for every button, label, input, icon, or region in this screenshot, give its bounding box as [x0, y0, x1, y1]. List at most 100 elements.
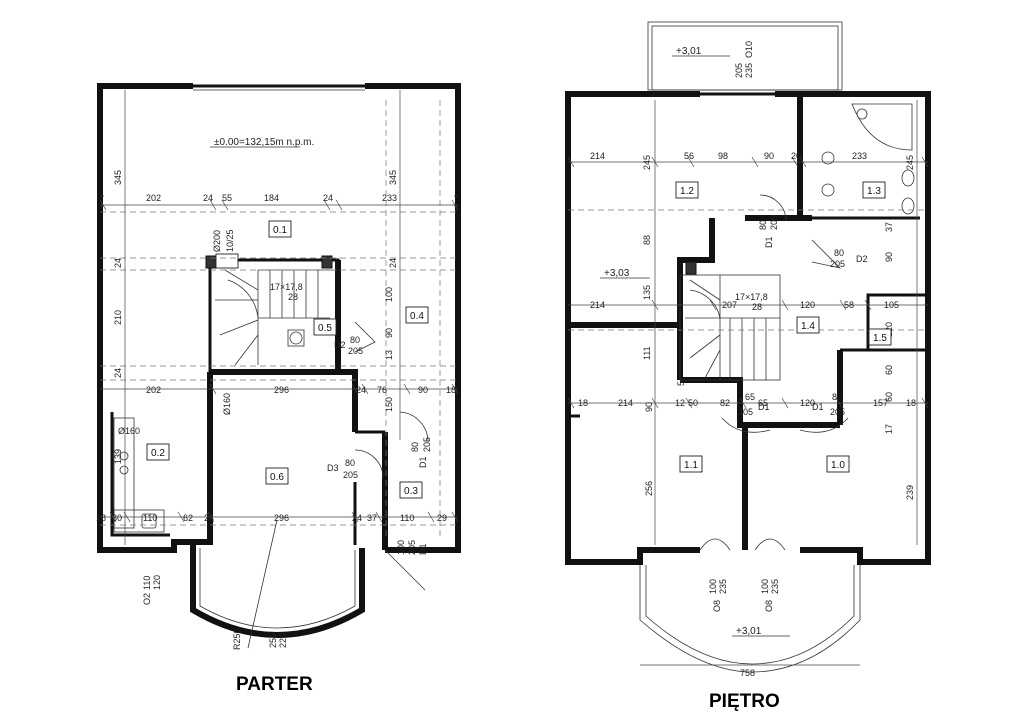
dim-text: 111: [642, 346, 652, 360]
sink-icon: [901, 169, 915, 187]
dim-text: 100: [384, 287, 394, 302]
ground-floor-plan: 202 24 55 184 24 233 202 296 24 76 90 18…: [96, 83, 461, 650]
dim-text: 233: [852, 151, 867, 161]
bidet-icon: [821, 183, 835, 197]
door-height: 205: [348, 346, 363, 356]
dim-text: 24: [388, 258, 398, 268]
stairs-label: 17×17,8: [270, 282, 303, 292]
dim-text: 256: [644, 481, 654, 496]
vent2-label: Ø160: [118, 426, 140, 436]
dim-text: 62: [183, 513, 193, 523]
dim-text: 24: [203, 193, 213, 203]
dim-text: 60: [884, 365, 894, 375]
door-d3-swing: [354, 449, 384, 479]
door-id: D2: [856, 254, 868, 264]
room-tag: 0.2: [151, 448, 165, 459]
dim-text: 18: [446, 385, 456, 395]
dim-text: 60: [884, 392, 894, 402]
entry-door-id: D1: [418, 543, 428, 555]
dim-text: 29: [437, 513, 447, 523]
dim-text: 90: [884, 252, 894, 262]
window-width: 100: [760, 579, 770, 594]
dim-text: 110: [400, 513, 414, 523]
bay-width: 250: [268, 633, 278, 648]
door-id: D1: [758, 402, 770, 412]
door-d1a-swing: [759, 194, 787, 222]
room-tag: 1.2: [680, 186, 694, 197]
sink-icon: [901, 197, 915, 215]
upper-stairs: [679, 274, 781, 381]
dim-text: 239: [905, 485, 915, 500]
window-width: 100: [708, 579, 718, 594]
door-width: 80: [410, 442, 420, 452]
dim-text: 296: [274, 385, 289, 395]
dim-text: 90: [418, 385, 428, 395]
door-d1-swing: [399, 411, 429, 443]
door-d2-swing: [811, 239, 842, 269]
dim-text: 90: [764, 151, 774, 161]
window-id: O8: [712, 600, 722, 612]
room-tag: 1.3: [867, 186, 881, 197]
dim-text: 88: [642, 235, 652, 245]
bathtub-icon: [851, 103, 913, 151]
dim-text: 17: [884, 424, 894, 434]
dim-text: 13: [384, 350, 394, 360]
balcony-door-swing: [754, 538, 786, 551]
ground-floor-title: PARTER: [236, 674, 313, 695]
chimney-sub-label: 10/25: [225, 229, 235, 252]
bay-radius: R250: [232, 628, 242, 650]
balcony-window-height: 235: [744, 63, 754, 78]
room-tag: 1.1: [684, 460, 698, 471]
dim-text: 184: [264, 193, 279, 203]
upper-floor-title: PIĘTRO: [709, 691, 780, 712]
dim-text: 296: [274, 513, 289, 523]
window-height: 235: [770, 579, 780, 594]
entry-door-swing: [384, 549, 426, 591]
dim-text: 157: [873, 398, 888, 408]
wc-toilet-icon: [289, 331, 303, 345]
dim-text: 98: [718, 151, 728, 161]
dim-text: 135: [642, 285, 652, 300]
door-height: 205: [830, 259, 845, 269]
ground-outer-wall-top-right: [365, 83, 461, 553]
room-tag: 1.4: [801, 321, 815, 332]
dim-text: 150: [384, 397, 394, 412]
room-tag: 0.1: [273, 225, 287, 236]
door-height: 205: [738, 407, 753, 417]
door-id: D1: [764, 236, 774, 248]
toilet-icon: [821, 151, 835, 165]
vent-label: Ø160: [222, 393, 232, 415]
door-d1b-swing: [721, 417, 771, 433]
dim-text: 245: [642, 155, 652, 170]
dim-text: 120: [800, 398, 815, 408]
dim-text: 202: [146, 193, 161, 203]
dim-text: 55: [222, 193, 232, 203]
door-width: 65: [745, 392, 755, 402]
dim-text: 345: [113, 170, 123, 185]
dim-text: 65: [758, 398, 768, 408]
dim-text: 345: [388, 170, 398, 185]
kitchen-counter: [113, 417, 135, 529]
dim-text: 50: [688, 398, 698, 408]
dim-text: 24: [323, 193, 333, 203]
bottom-width: 758: [740, 668, 755, 678]
bay-height: 220: [278, 633, 288, 648]
door-height: 205: [830, 407, 845, 417]
ground-level-mark: ±0.00=132,15m n.p.m.: [214, 137, 314, 148]
ground-bay-window: [190, 545, 365, 638]
dim-text: 24: [113, 368, 123, 378]
dim-text: 18: [96, 513, 106, 523]
dim-text: 139: [113, 449, 123, 464]
door-height: 205: [422, 437, 432, 452]
door-width: 80: [758, 220, 768, 230]
dim-text: 214: [618, 398, 633, 408]
dim-text: 18: [906, 398, 916, 408]
dim-text: 90: [384, 328, 394, 338]
level-mark-bottom: +3,01: [736, 626, 762, 637]
room-tag: 0.5: [318, 323, 332, 334]
balcony-window-id: O10: [744, 41, 754, 58]
dim-text: 30: [112, 513, 122, 523]
balcony-door-swing: [699, 538, 731, 551]
room-tag: 1.5: [873, 333, 887, 344]
